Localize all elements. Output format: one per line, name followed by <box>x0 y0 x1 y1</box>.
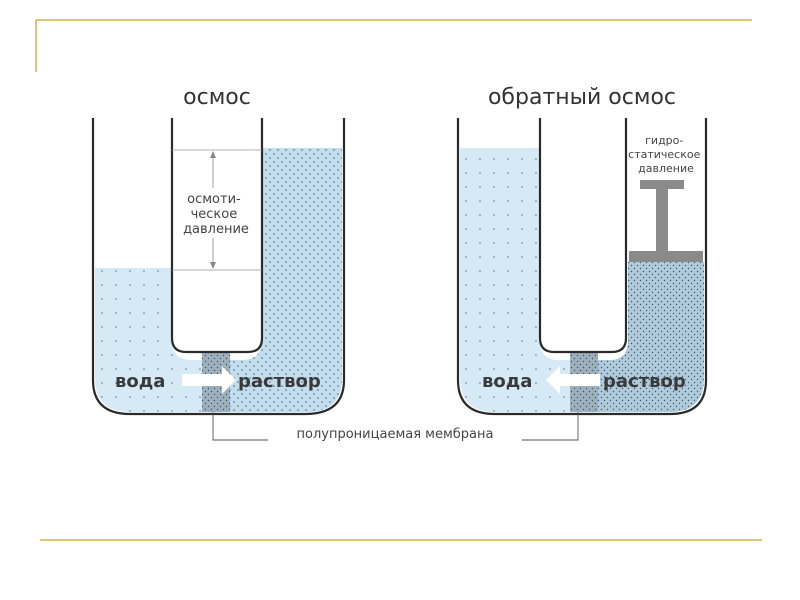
osmosis-pressure-label: осмоти- ческое давление <box>183 192 249 237</box>
reverse-pressure-label: гидро- статическое давление <box>628 134 704 175</box>
reverse-water-label: вода <box>482 371 532 392</box>
piston-rod <box>656 189 668 251</box>
membrane-caption-bg <box>268 423 522 443</box>
reverse-water-fill <box>460 148 570 412</box>
osmosis-diagram: осмос осмоти- ческое давление вода раств… <box>91 85 346 416</box>
piston-plate <box>629 251 703 262</box>
osmosis-tube-inner <box>170 118 264 354</box>
reverse-tube-inner <box>538 118 628 354</box>
reverse-flow-arrow <box>546 366 600 394</box>
osmosis-arrowhead-down <box>210 262 216 269</box>
reverse-solution-label: раствор <box>603 371 686 392</box>
membrane-caption: полупроницаемая мембрана <box>297 427 494 442</box>
reverse-osmosis-diagram: обратный осмос гидро- статическое давлен… <box>456 85 708 416</box>
osmosis-flow-arrow <box>182 366 236 394</box>
osmosis-tube-outer <box>91 118 346 416</box>
osmosis-title: осмос <box>183 85 251 110</box>
reverse-solution-fill <box>598 262 704 412</box>
reverse-tube-outer <box>456 118 708 416</box>
osmosis-label-bg <box>176 188 258 238</box>
slide-frame <box>35 19 762 541</box>
piston <box>629 180 703 262</box>
osmosis-water-label: вода <box>115 371 165 392</box>
osmosis-water-fill <box>95 268 202 412</box>
osmosis-solution-fill <box>230 148 342 412</box>
osmosis-arrowhead-up <box>210 151 216 158</box>
osmosis-solution-label: раствор <box>238 371 321 392</box>
membrane-caption-group: полупроницаемая мембрана <box>212 412 579 443</box>
reverse-osmosis-title: обратный осмос <box>488 85 676 110</box>
piston-head <box>640 180 684 189</box>
